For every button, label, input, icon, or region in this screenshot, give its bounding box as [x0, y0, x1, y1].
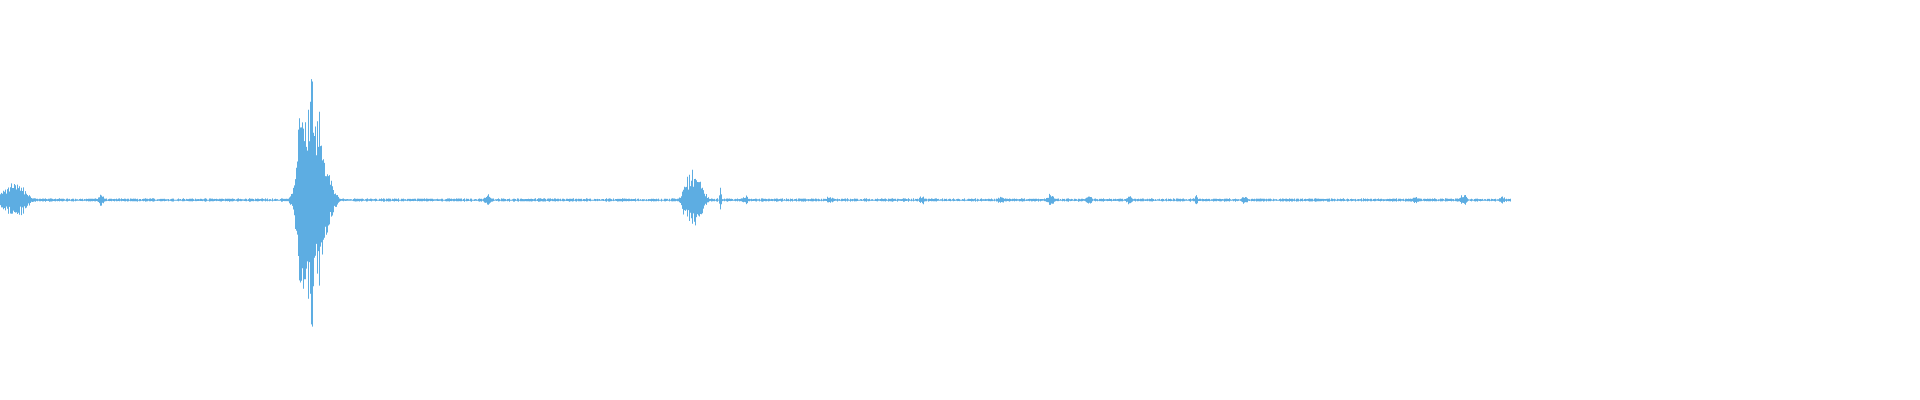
- waveform-path: [0, 79, 1511, 327]
- waveform-samples: [0, 79, 1511, 327]
